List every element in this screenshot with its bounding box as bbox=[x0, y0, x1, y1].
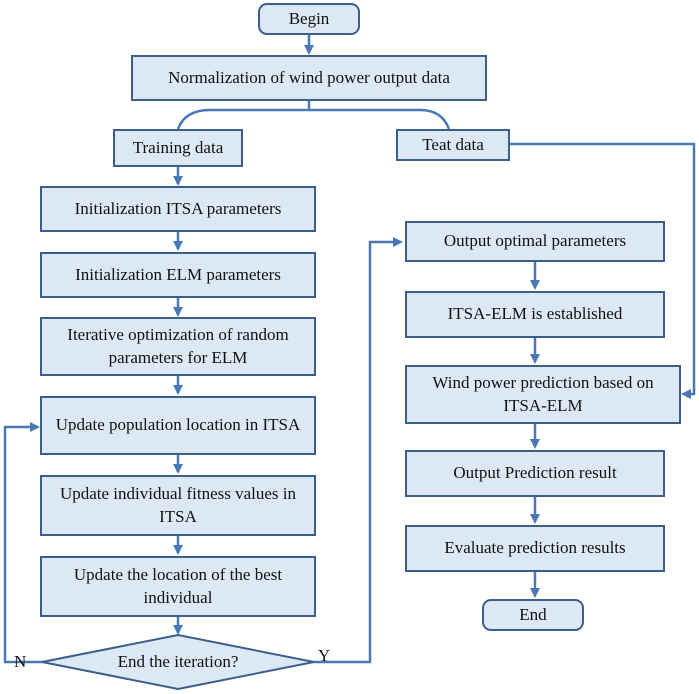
test-data-node: Teat data bbox=[396, 129, 510, 161]
iterative-optimization-node: Iterative optimization of random paramet… bbox=[40, 317, 316, 376]
init-itsa-node: Initialization ITSA parameters bbox=[40, 186, 316, 232]
itsa-elm-established-node: ITSA-ELM is established bbox=[405, 291, 665, 338]
end-node: End bbox=[482, 599, 584, 631]
training-data-node: Training data bbox=[113, 129, 243, 167]
arrow-no-loop bbox=[3, 422, 42, 664]
normalization-node: Normalization of wind power output data bbox=[131, 55, 487, 101]
begin-node: Begin bbox=[258, 3, 360, 35]
split-connector bbox=[176, 108, 451, 130]
decision-label: End the iteration? bbox=[117, 652, 239, 671]
output-params-node: Output optimal parameters bbox=[405, 221, 665, 262]
yes-branch-label: Y bbox=[318, 646, 331, 665]
update-best-node: Update the location of the best individu… bbox=[40, 556, 316, 617]
evaluate-node: Evaluate prediction results bbox=[405, 525, 665, 572]
output-result-node: Output Prediction result bbox=[405, 450, 665, 497]
init-elm-node: Initialization ELM parameters bbox=[40, 252, 316, 298]
no-branch-label: N bbox=[14, 652, 27, 671]
arrow-yes-output bbox=[314, 237, 403, 664]
update-population-node: Update population location in ITSA bbox=[40, 396, 316, 455]
decision-diamond bbox=[41, 633, 315, 691]
arrow-test-prediction bbox=[510, 142, 696, 399]
wind-prediction-node: Wind power prediction based on ITSA-ELM bbox=[405, 365, 681, 424]
update-fitness-node: Update individual fitness values in ITSA bbox=[40, 475, 316, 536]
